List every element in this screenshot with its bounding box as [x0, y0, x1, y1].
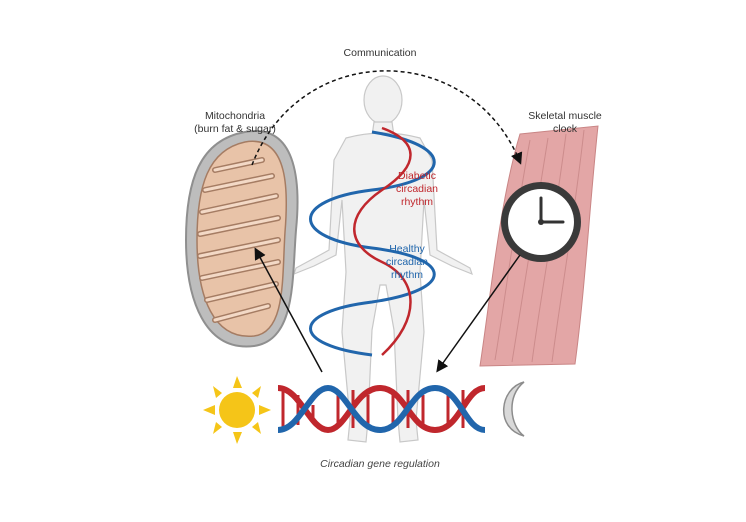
diabetic-label-line1: Diabetic — [398, 170, 436, 182]
mitochondria-label-line2: (burn fat & sugar) — [194, 123, 276, 135]
communication-arc — [251, 70, 523, 166]
skeletal-label-line1: Skeletal muscle — [528, 110, 602, 122]
skeletal-muscle-label: Skeletal muscle clock — [510, 110, 620, 136]
mitochondria-icon — [184, 130, 299, 348]
diabetic-label-line2: circadian — [395, 183, 439, 195]
sun-icon — [203, 376, 271, 444]
diabetic-rhythm-label: Diabetic circadian rhythm — [382, 170, 452, 209]
arrow-clock-to-dna — [436, 254, 521, 373]
healthy-rhythm-wave — [309, 130, 436, 357]
communication-label: Communication — [343, 47, 417, 59]
healthy-label-line1: Healthy — [389, 243, 425, 255]
arrow-to-mitochondria — [254, 247, 323, 373]
healthy-label-line2: circadian — [385, 256, 429, 268]
healthy-rhythm-label: Healthy circadian rhythm — [372, 243, 442, 282]
diabetic-rhythm-wave — [353, 126, 412, 356]
skeletal-label-line2: clock — [553, 123, 577, 135]
diabetic-label-line3: rhythm — [400, 196, 434, 208]
moon-icon — [503, 381, 525, 437]
mitochondria-label-line1: Mitochondria — [204, 110, 266, 122]
mitochondria-label: Mitochondria (burn fat & sugar) — [180, 110, 290, 136]
healthy-label-line3: rhythm — [390, 269, 424, 281]
gene-regulation-caption: Circadian gene regulation — [320, 458, 440, 470]
muscle-clock-icon — [479, 125, 599, 367]
dna-helix-icon — [277, 384, 486, 434]
